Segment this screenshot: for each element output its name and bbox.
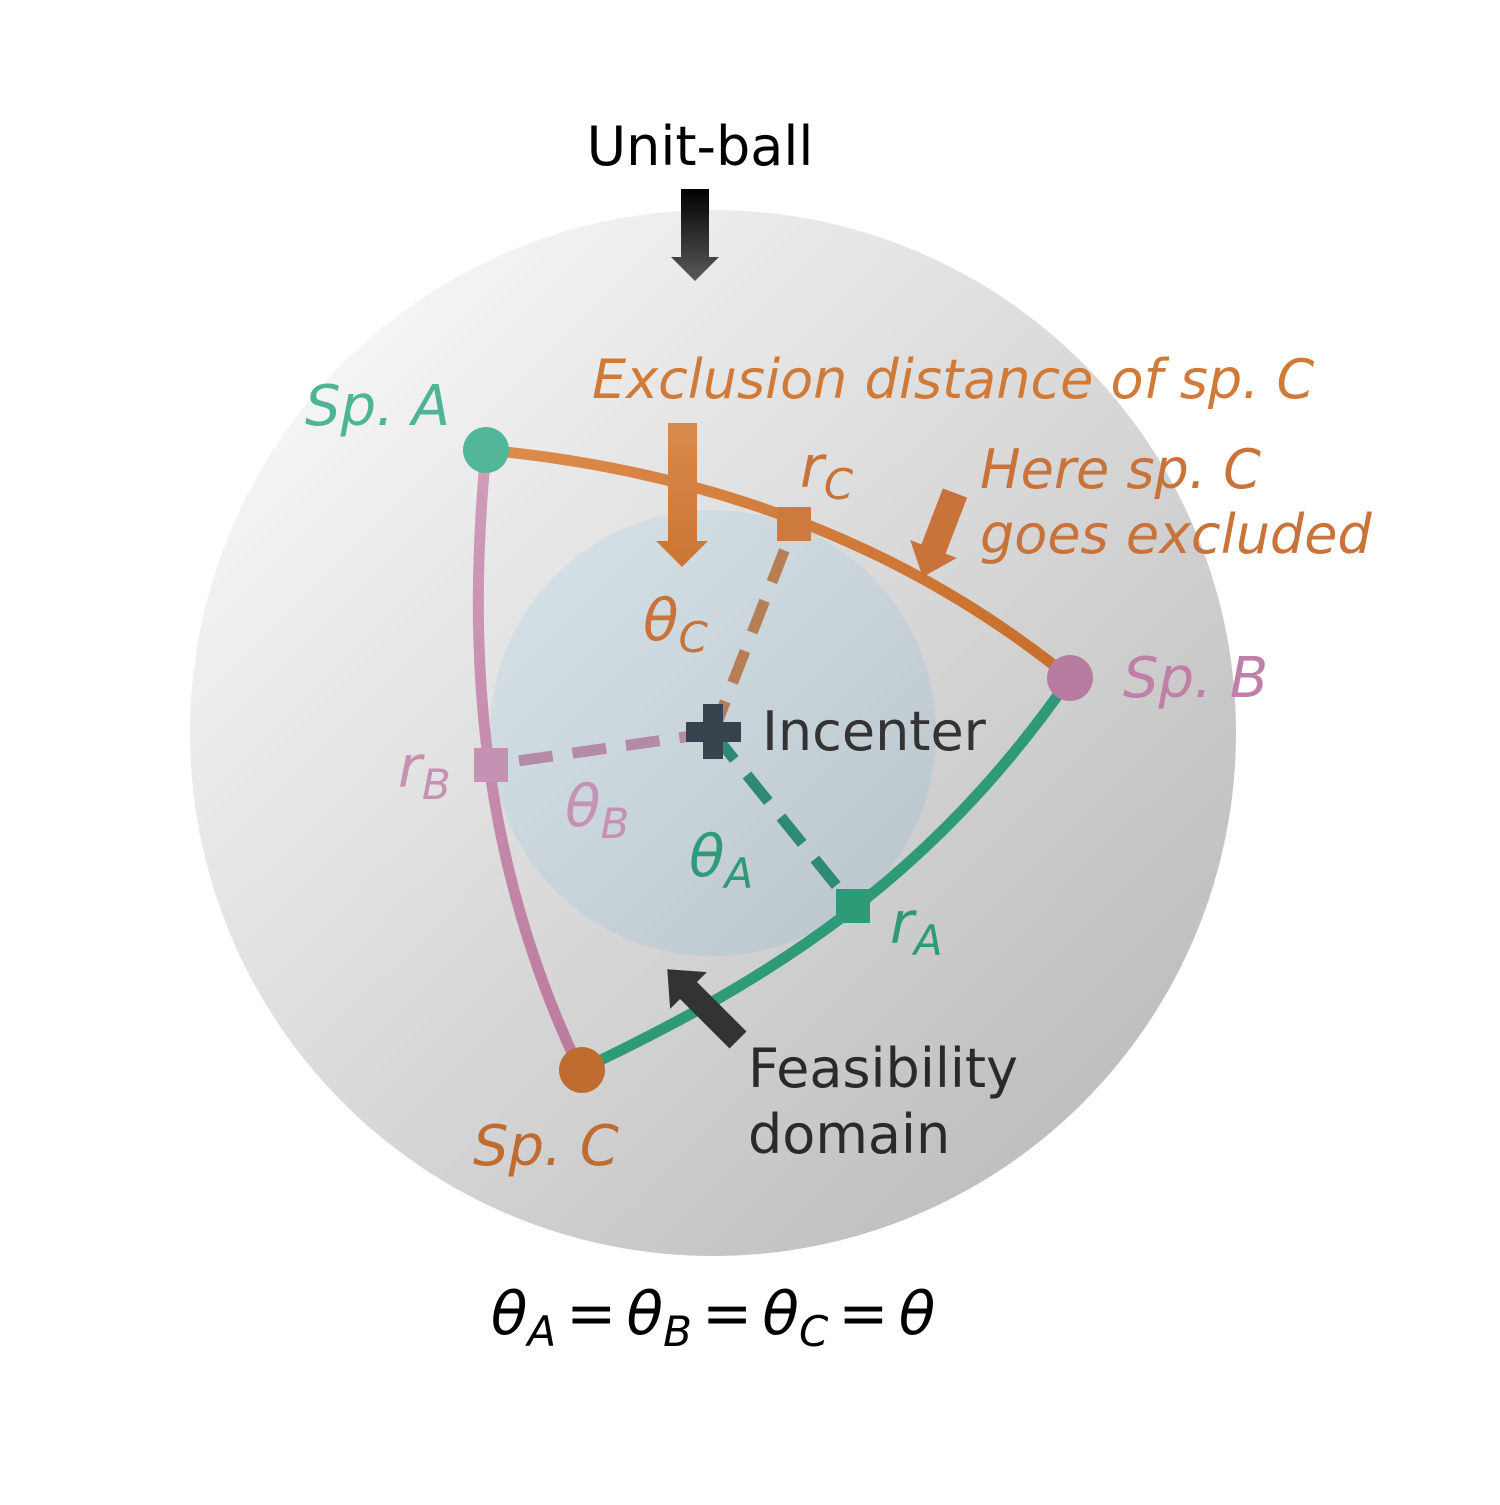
theta-b-label: θB: [565, 772, 629, 848]
r-b-label: rB: [398, 733, 451, 809]
feasibility-label-line2: domain: [748, 1103, 950, 1166]
incenter-label: Incenter: [762, 700, 987, 763]
sp-c-label: Sp. C: [473, 1114, 619, 1179]
exclusion-label: Exclusion distance of sp. C: [592, 348, 1314, 411]
radius-c: [707, 520, 801, 736]
tangent-marker-b: [474, 748, 508, 782]
excluded-note-line1: Here sp. C: [980, 438, 1261, 501]
radius-b: [489, 727, 714, 771]
feasibility-arrow: [667, 969, 747, 1049]
excluded-note-line2: goes excluded: [980, 503, 1372, 566]
feasibility-label-line1: Feasibility: [748, 1037, 1018, 1100]
excluded-arrow: [910, 488, 968, 578]
radius-a: [708, 729, 857, 909]
vertex-sp-a: [463, 427, 509, 473]
sp-a-label: Sp. A: [305, 374, 450, 439]
unit-ball-label: Unit-ball: [587, 115, 814, 178]
vertex-sp-b: [1047, 655, 1093, 701]
sp-b-label: Sp. B: [1123, 646, 1268, 711]
unit-ball-arrow: [671, 189, 719, 281]
r-c-label: rC: [800, 433, 854, 509]
r-a-label: rA: [890, 889, 943, 965]
vertex-sp-c: [559, 1047, 605, 1093]
tangent-marker-c: [777, 507, 811, 541]
equal-angles-equation: θA=θB=θC=θ: [491, 1279, 936, 1356]
incenter-marker: [686, 704, 741, 759]
exclusion-arrow: [656, 423, 708, 567]
theta-a-label: θA: [689, 822, 753, 898]
theta-c-label: θC: [643, 586, 709, 662]
tangent-marker-a: [836, 889, 870, 923]
